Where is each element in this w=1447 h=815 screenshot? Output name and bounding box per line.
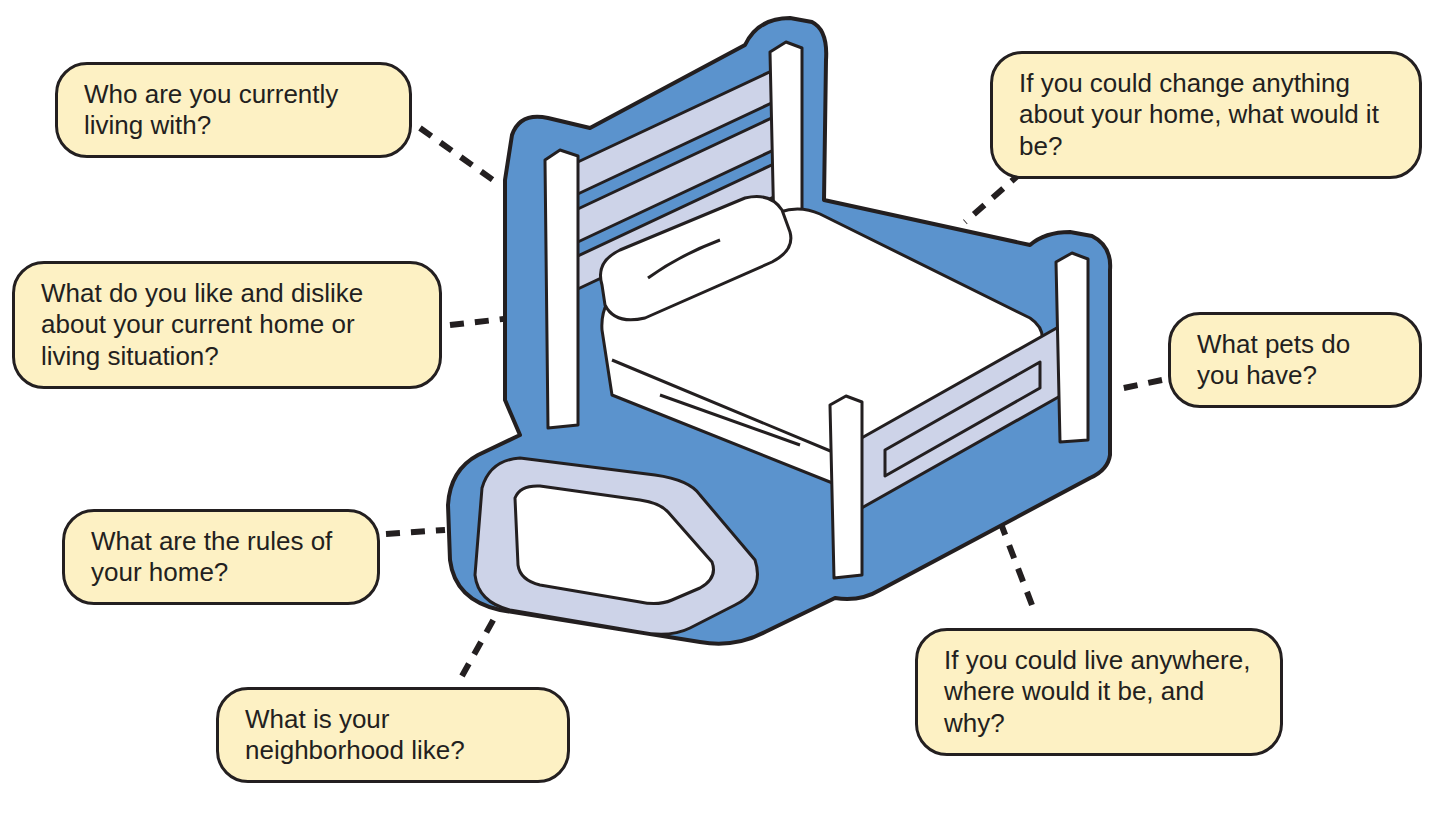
blanket-fold xyxy=(660,395,800,445)
question-text: What are the rules of your home? xyxy=(91,526,351,588)
bed-post xyxy=(830,396,862,578)
leader-line xyxy=(386,530,445,534)
footboard xyxy=(830,253,1088,578)
question-text: Who are you currently living with? xyxy=(84,79,383,141)
footboard-inset xyxy=(885,362,1040,476)
question-bubble: What pets do you have? xyxy=(1168,312,1422,408)
question-bubble: What do you like and dislike about your … xyxy=(12,261,442,389)
question-text: If you could live anywhere, where would … xyxy=(944,645,1254,739)
leader-line xyxy=(420,128,500,185)
question-text: What pets do you have? xyxy=(1197,329,1393,391)
leader-line xyxy=(450,318,512,325)
rug-border xyxy=(475,458,758,634)
leader-line xyxy=(965,172,1022,222)
question-bubble: What is your neighborhood like? xyxy=(216,687,570,783)
question-bubble: If you could live anywhere, where would … xyxy=(915,628,1283,756)
question-text: What is your neighborhood like? xyxy=(245,704,541,766)
question-bubble: What are the rules of your home? xyxy=(62,509,380,605)
bed-post xyxy=(545,150,578,428)
rug xyxy=(475,458,758,634)
question-text: What do you like and dislike about your … xyxy=(41,278,413,372)
pillow xyxy=(600,197,790,320)
question-text: If you could change anything about your … xyxy=(1019,68,1393,162)
question-bubble: Who are you currently living with? xyxy=(55,62,412,158)
leader-line xyxy=(1114,380,1162,390)
pillow-crease xyxy=(648,240,720,278)
question-bubble: If you could change anything about your … xyxy=(990,51,1422,179)
footboard-panel xyxy=(858,325,1062,510)
rug-center xyxy=(515,486,714,604)
mattress xyxy=(600,197,1042,491)
bed-post xyxy=(1056,253,1088,442)
